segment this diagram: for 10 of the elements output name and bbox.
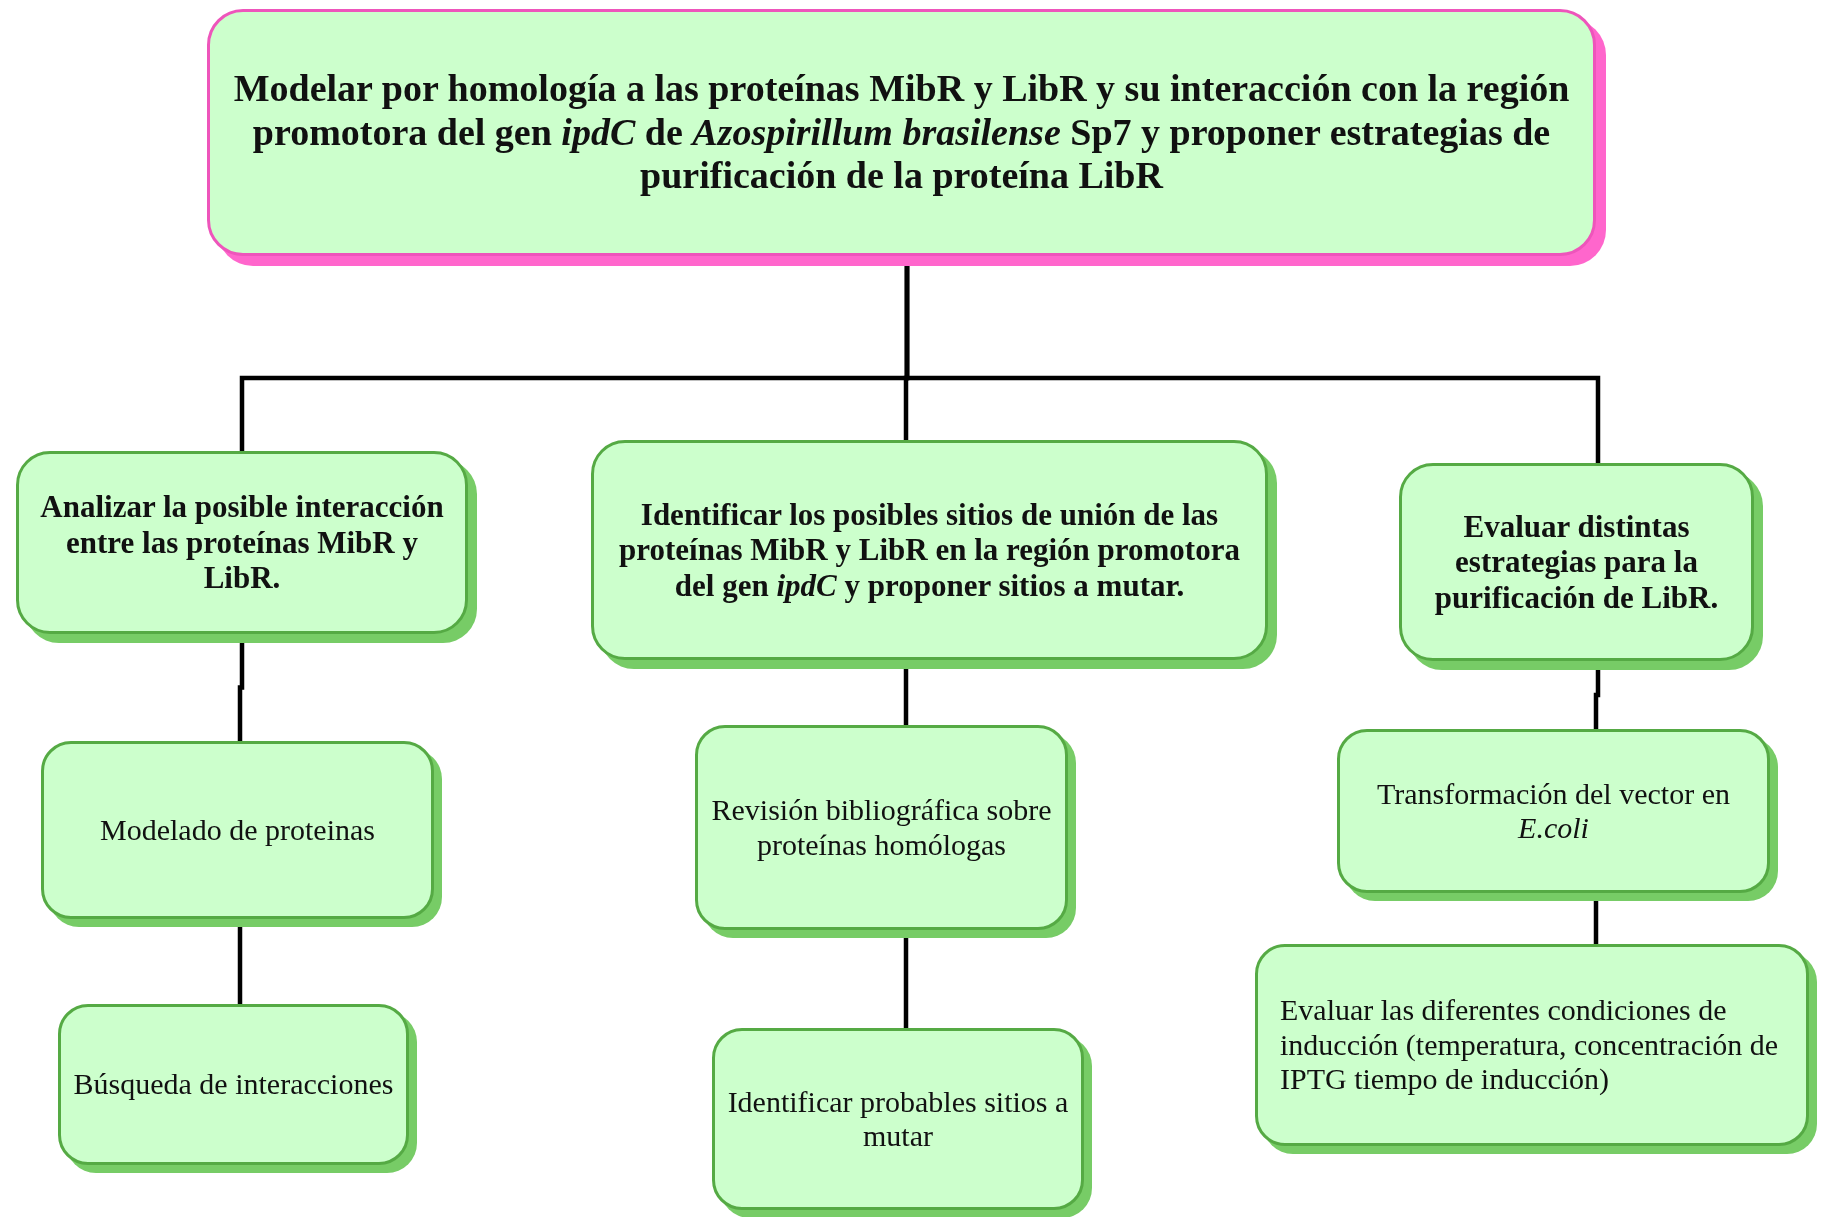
node-text: Búsqueda de interacciones: [72, 1067, 395, 1102]
node-text: Identificar probables sitios a mutar: [726, 1084, 1070, 1154]
node-text: Modelado de proteinas: [99, 812, 376, 848]
node-text: Transformación del vector en E.coli: [1376, 776, 1731, 846]
node-text: Evaluar las diferentes condiciones de inducción (temperatura, concentración de IPTG tiempo de inducción): [1280, 993, 1780, 1097]
node-text: Identificar los posibles sitios de unión de las proteínas MibR y LibR en la región promotora del gen ipdC y proponer sitios a mutar.: [618, 496, 1241, 604]
node-text: Analizar la posible interacción entre las proteínas MibR y LibR.: [39, 489, 445, 596]
node-text: Evaluar distintas estrategias para la purificación de LibR.: [1433, 508, 1720, 616]
node-text: Revisión bibliográfica sobre proteínas homólogas: [710, 793, 1053, 862]
node-text: Modelar por homología a las proteínas MibR y LibR y su interacción con la región promotora del gen ipdC de Azospirillum brasilense Sp7 y proponer estrategias de purificación de la proteína LibR: [232, 66, 1571, 199]
